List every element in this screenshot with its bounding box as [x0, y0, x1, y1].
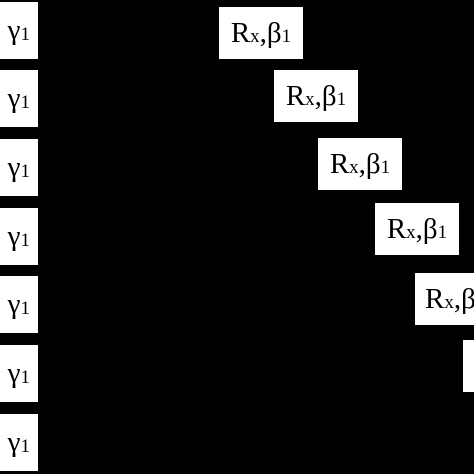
gate-r: R: [386, 212, 407, 245]
gate-symbol: γ: [7, 288, 21, 320]
gate-beta: β: [422, 212, 438, 245]
gate-symbol: γ: [7, 151, 21, 183]
gate-beta: β: [461, 282, 474, 315]
gate-symbol: γ: [7, 357, 21, 389]
gate-symbol: γ: [7, 426, 21, 458]
rx-beta-gate-6: Rx,β1: [463, 340, 474, 392]
gate-symbol: γ: [7, 82, 21, 114]
gate-comma: ,: [259, 16, 267, 49]
gate-beta: β: [365, 147, 381, 180]
gate-comma: ,: [358, 147, 366, 180]
gate-r: R: [230, 16, 251, 49]
gate-beta: β: [266, 16, 282, 49]
gate-symbol: γ: [7, 14, 21, 46]
gate-comma: ,: [453, 282, 462, 315]
gate-r: R: [285, 79, 306, 112]
gate-symbol: γ: [7, 220, 21, 252]
gate-r: R: [425, 282, 445, 315]
rx-beta-gate-5: Rx,β1: [415, 273, 474, 325]
gate-comma: ,: [415, 212, 423, 245]
gate-beta: β: [321, 79, 337, 112]
gate-r: R: [329, 147, 350, 180]
gate-comma: ,: [314, 79, 322, 112]
